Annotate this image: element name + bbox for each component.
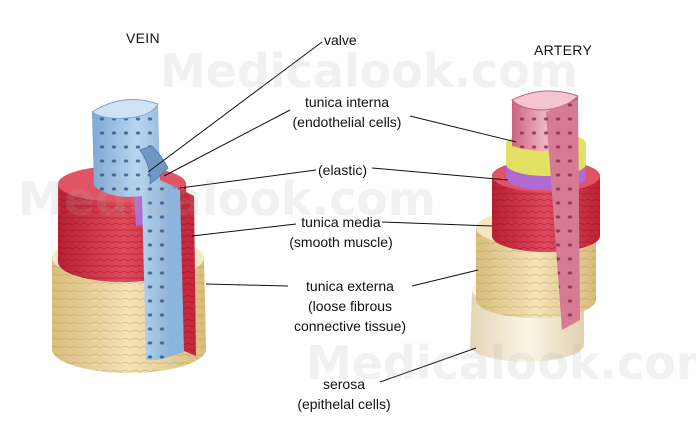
label-tunica-media-title: tunica media [301, 214, 381, 230]
label-valve: valve [324, 32, 357, 48]
label-serosa: serosa (epithelal cells) [286, 374, 402, 414]
label-tunica-interna-sub: (endothelial cells) [292, 114, 402, 130]
label-tunica-interna: tunica interna (endothelial cells) [282, 92, 412, 132]
leader-externa-vein [205, 283, 289, 287]
leader-media-vein [191, 223, 297, 237]
label-tunica-externa-title: tunica externa [306, 278, 394, 294]
leader-lines [147, 41, 517, 383]
label-elastic: (elastic) [318, 162, 368, 178]
artery-illustration [470, 90, 600, 362]
leader-tunica-interna-vein [163, 109, 291, 177]
vein-valve [139, 145, 169, 185]
label-tunica-externa: tunica externa (loose fibrous connective… [282, 276, 418, 336]
label-serosa-sub: (epithelal cells) [297, 396, 391, 412]
label-tunica-media: tunica media (smooth muscle) [286, 212, 396, 252]
label-tunica-externa-sub2: connective tissue) [293, 318, 407, 334]
vein-illustration [52, 99, 207, 374]
leader-elastic-vein [179, 169, 317, 189]
vein-heading: VEIN [126, 30, 160, 46]
leader-externa-artery [411, 269, 479, 287]
leader-tunica-interna-artery [409, 115, 517, 143]
leader-elastic-artery [371, 167, 509, 181]
label-tunica-interna-title: tunica interna [304, 94, 390, 110]
leader-media-artery [381, 221, 493, 227]
leader-serosa [379, 347, 477, 383]
label-tunica-media-sub: (smooth muscle) [289, 234, 393, 250]
artery-heading: ARTERY [534, 42, 593, 58]
label-tunica-externa-sub1: (loose fibrous [307, 298, 393, 314]
leader-valve [147, 41, 323, 173]
label-serosa-title: serosa [322, 376, 366, 392]
